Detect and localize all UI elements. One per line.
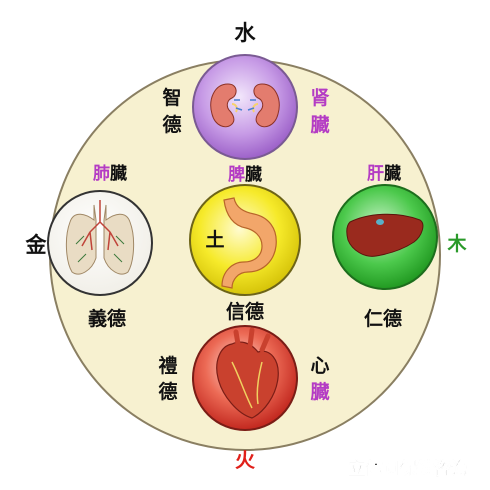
element-wood: 木: [446, 232, 467, 255]
kidney-node: [192, 54, 298, 160]
liver-icon: [346, 213, 424, 257]
heart-label-2: 臓: [310, 381, 329, 403]
kidney-label-1: 肾: [310, 87, 329, 109]
watermark-text: 立体圆保健咨询: [349, 458, 468, 479]
kidney-virtue-2: 德: [162, 113, 181, 136]
stomach-icon: [221, 197, 277, 289]
lung-virtue: 義德: [88, 307, 126, 330]
liver-label: 肝臓: [367, 164, 401, 184]
lung-label: 肺臓: [93, 164, 127, 184]
heart-virtue-2: 德: [158, 380, 177, 403]
kidney-label-2: 臓: [310, 114, 329, 136]
element-water: 水: [235, 21, 257, 45]
heart-node: [192, 325, 298, 431]
lung-node: [47, 190, 153, 296]
element-metal: 金: [25, 233, 48, 257]
liver-virtue: 仁德: [364, 307, 402, 330]
heart-virtue-1: 禮: [158, 354, 177, 377]
element-fire: 火: [235, 448, 256, 472]
spleen-virtue: 信德: [226, 300, 264, 323]
element-earth: 土: [205, 229, 224, 251]
spleen-node: [189, 184, 301, 296]
spleen-label: 脾臓: [228, 164, 262, 185]
heart-label-1: 心: [310, 355, 329, 377]
kidney-virtue-1: 智: [162, 86, 181, 109]
liver-node: [332, 184, 438, 290]
lung-icon: [65, 200, 135, 275]
heart-icon: [216, 327, 279, 419]
kidney-icon: [210, 83, 280, 128]
